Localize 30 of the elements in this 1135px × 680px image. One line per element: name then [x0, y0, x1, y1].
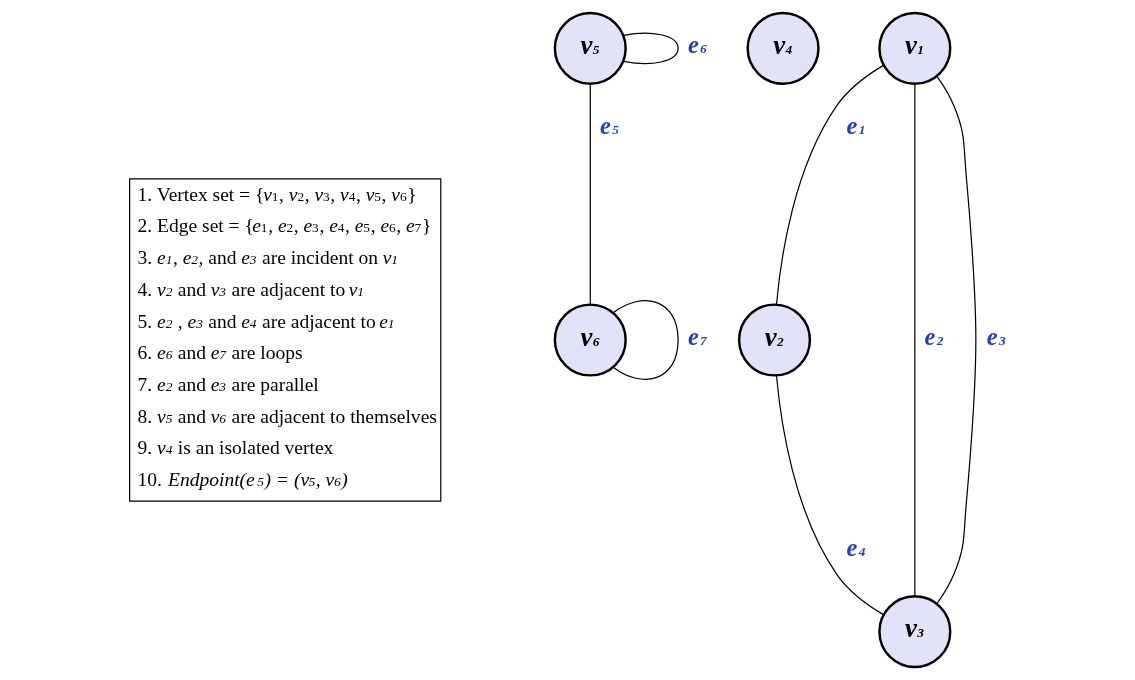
connector [612, 300, 679, 380]
label: 7. e2 and e3 are parallel [137, 374, 319, 395]
connector [775, 374, 884, 616]
label: 5. e2 , e3 and e4 are adjacent to e1 [137, 310, 394, 332]
label: 6. e6 and e7 are loops [137, 342, 303, 364]
edge-label: e1 [846, 111, 865, 139]
connector [913, 83, 915, 597]
connector [589, 83, 591, 306]
label: 4. v2 and v3 are adjacent to v1 [137, 278, 364, 300]
node-circle: v4 [745, 11, 820, 85]
label: 10. Endpoint(e5) = (v5, v6) [137, 469, 348, 491]
edge-label: e5 [599, 111, 619, 139]
connector [935, 75, 976, 605]
node-circle: v2 [737, 303, 811, 377]
node-circle: v3 [877, 595, 951, 669]
label: 2. Edge set = {e1, e2, e3, e4, e5, e6, e7} [137, 215, 431, 237]
node-circle: v6 [553, 303, 627, 377]
edge-label: e6 [687, 31, 707, 59]
connector [622, 32, 679, 65]
label: 9. v4 is an isolated vertex [137, 437, 333, 459]
label: 1. Vertex set = {v1, v2, v3, v4, v5, v6} [137, 183, 417, 205]
connector [775, 64, 884, 306]
label: 8. v5 and v6 are adjacent to themselves [137, 405, 437, 427]
label: 3. e1, e2, and e3 are incident on v1 [137, 247, 398, 269]
node-circle: v1 [877, 11, 951, 85]
node-circle: v5 [553, 11, 627, 85]
edge-label: e4 [846, 533, 865, 561]
edge-label: e2 [924, 322, 944, 350]
edge-label: e7 [687, 322, 707, 350]
edge-label: e3 [986, 322, 1006, 350]
